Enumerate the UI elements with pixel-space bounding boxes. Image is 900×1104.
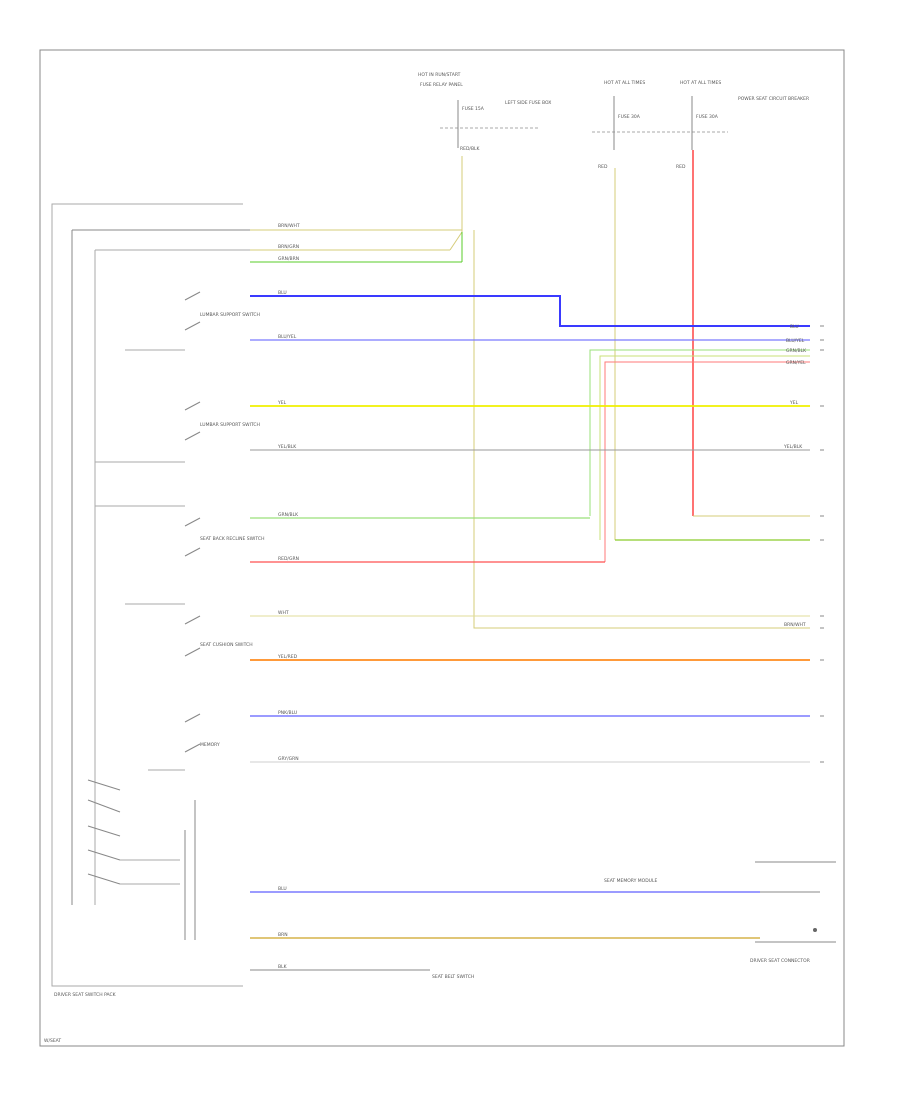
- switch-2: LUMBAR SUPPORT SWITCH: [95, 401, 260, 463]
- switch-1: LUMBAR SUPPORT SWITCH: [125, 291, 260, 351]
- switch-1-label: LUMBAR SUPPORT SWITCH: [200, 312, 260, 318]
- switch-3: SEAT BACK RECLINE SWITCH: [95, 505, 264, 557]
- fuse-left-fuse: FUSE 15A: [462, 106, 485, 112]
- fuse-mid-fuse: FUSE 30A: [618, 114, 641, 120]
- wire-label-16: BLU: [278, 886, 287, 892]
- wire-label-end-8: YEL/BLK: [783, 444, 803, 450]
- diagram-frame: [39, 49, 845, 1047]
- wire-label-11: WHT: [278, 610, 289, 616]
- ground-label: BLK: [278, 964, 288, 970]
- wire-label-end-4: BLU/YEL: [786, 338, 805, 344]
- wire-label-0: BRN/WHT: [278, 223, 300, 229]
- fuse-mid-wire: RED: [598, 164, 608, 170]
- wire-label-9: GRN/BLK: [278, 512, 299, 518]
- ground-bottom: BLK SEAT BELT SWITCH DRIVER SEAT CONNECT…: [250, 958, 810, 980]
- fuse-mid-header: HOT AT ALL TIMES: [604, 80, 645, 86]
- fuse-right-wire: RED: [676, 164, 686, 170]
- switch-5: MEMORY: [148, 713, 220, 771]
- switch-pack-bracket: [51, 203, 243, 987]
- wire-label-13: YEL/RED: [277, 654, 298, 660]
- right-connector-pins: [820, 325, 824, 763]
- switch-5-label: MEMORY: [200, 742, 220, 748]
- wire-label-7: YEL: [277, 400, 287, 406]
- wire-grn-blk-upper: [589, 349, 810, 516]
- wire-label-4: BLU/YEL: [278, 334, 297, 340]
- switch-4-label: SEAT CUSHION SWITCH: [200, 642, 253, 648]
- wire-brn-wht-return: [473, 230, 810, 629]
- wire-label-end-6: GRN/YEL: [786, 360, 806, 366]
- fuse-left-desc: LEFT SIDE FUSE BOX: [505, 100, 551, 106]
- fuse-mid: HOT AT ALL TIMES FUSE 30A RED: [592, 80, 728, 170]
- connector-desc: DRIVER SEAT CONNECTOR: [750, 958, 810, 964]
- switch-pack-label: DRIVER SEAT SWITCH PACK: [54, 992, 117, 998]
- fuse-right-fuse: FUSE 30A: [696, 114, 719, 120]
- wire-label-end-5: GRN/BLK: [786, 348, 807, 354]
- wire-label-1: BRN/GRN: [278, 244, 299, 250]
- wire-label-15: GRY/GRN: [278, 756, 299, 762]
- fuse-right-header: HOT AT ALL TIMES: [680, 80, 721, 86]
- wire-blu: [250, 295, 810, 327]
- switch-3-label: SEAT BACK RECLINE SWITCH: [200, 536, 264, 542]
- corner-label: W/SEAT: [44, 1038, 61, 1044]
- seat-memory-module: SEAT MEMORY MODULE: [604, 861, 836, 943]
- ground-desc: SEAT BELT SWITCH: [432, 974, 474, 980]
- memory-switch-cluster: [87, 779, 196, 940]
- fuse-left-header: HOT IN RUN/START: [418, 72, 461, 78]
- wire-label-8: YEL/BLK: [277, 444, 297, 450]
- fuse-right: HOT AT ALL TIMES FUSE 30A POWER SEAT CIR…: [676, 80, 809, 170]
- fuse-right-desc: POWER SEAT CIRCUIT BREAKER: [738, 96, 809, 102]
- wire-label-2: GRN/BRN: [278, 256, 299, 262]
- fuse-left: HOT IN RUN/START FUSE RELAY PANEL FUSE 1…: [418, 72, 551, 152]
- wire-label-10: RED/GRN: [278, 556, 299, 562]
- wire-label-17: BRN: [278, 932, 288, 938]
- wire-label-end-3: BLU: [790, 324, 799, 330]
- switch-4: SEAT CUSHION SWITCH: [125, 603, 253, 657]
- wire-label-end-12: BRN/WHT: [784, 622, 806, 628]
- module-label: SEAT MEMORY MODULE: [604, 878, 657, 884]
- wire-label-end-7: YEL: [789, 400, 799, 406]
- wire-label-14: PNK/BLU: [278, 710, 297, 716]
- fuse-left-wire: RED/BLK: [460, 146, 481, 152]
- wire-label-3: BLU: [278, 290, 287, 296]
- fuse-left-sub: FUSE RELAY PANEL: [420, 82, 463, 88]
- wire-grn-yel-upper: [599, 355, 810, 540]
- switch-2-label: LUMBAR SUPPORT SWITCH: [200, 422, 260, 428]
- wire-red-grn-upper: [604, 361, 810, 562]
